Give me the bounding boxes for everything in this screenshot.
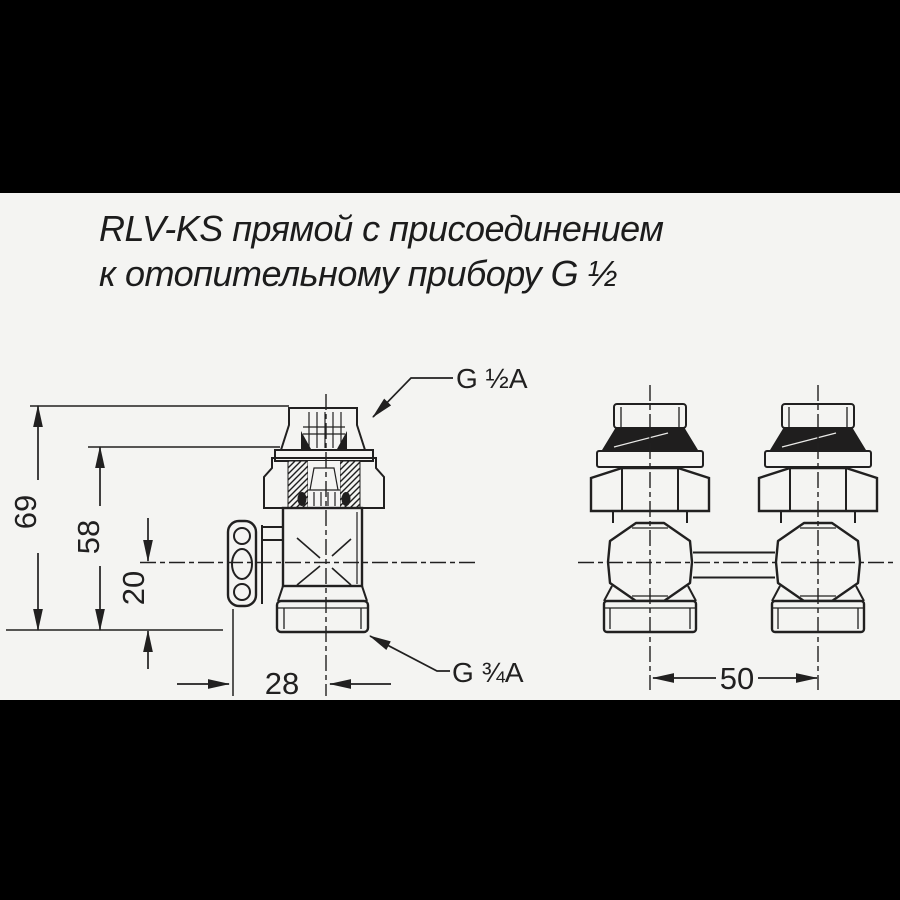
title-line-1: RLV-KS прямой с присоединением: [99, 208, 664, 249]
top-thread-label: G ½A: [456, 363, 528, 394]
oring-right: [341, 492, 351, 506]
connecting-bar: [693, 551, 775, 579]
letterbox-bottom: [0, 700, 900, 900]
seal-wedge-left: [301, 431, 311, 449]
front-view-drawing: 50: [578, 383, 893, 696]
leader-bottom-thread: [369, 635, 450, 672]
outlet-nut: [275, 599, 370, 634]
dim-total-height-label: 69: [8, 495, 43, 529]
side-view-drawing: 69 58 20 28 G ½A G ¾A: [6, 363, 528, 700]
top-thread-bore: [303, 410, 345, 449]
dim-flange-to-axis-label: 28: [265, 666, 299, 700]
diagram-area: 69 58 20 28 G ½A G ¾A 50 RLV-KS прямой с…: [0, 193, 900, 700]
valve-unit-right: [757, 383, 879, 692]
outlet-flare: [277, 585, 368, 602]
valve-technical-drawing: 69 58 20 28 G ½A G ¾A 50: [6, 363, 893, 700]
dim-port-spacing-label: 50: [720, 661, 754, 696]
flange-bracket: [262, 526, 283, 541]
leader-top-thread: [372, 377, 453, 418]
letterbox-top: [0, 0, 900, 193]
diagram-title: RLV-KS прямой с присоединением к отопите…: [99, 206, 664, 296]
oring-left: [297, 492, 307, 506]
flange-hole-bottom: [233, 583, 251, 601]
flange-slot-middle: [231, 548, 253, 580]
valve-body: [281, 506, 364, 588]
nut-top-face: [274, 449, 374, 462]
flange-hole-top: [233, 527, 251, 545]
seal-wedge-right: [337, 431, 347, 449]
dim-outlet-offset-label: 20: [116, 571, 151, 605]
bottom-thread-label: G ¾A: [452, 657, 524, 688]
dim-upper-height-label: 58: [71, 520, 106, 554]
valve-cross-symbol: [296, 537, 352, 586]
valve-unit-left: [589, 383, 711, 692]
lower-union-nut: [263, 457, 385, 509]
title-line-2: к отопительному прибору G ½: [99, 253, 618, 294]
